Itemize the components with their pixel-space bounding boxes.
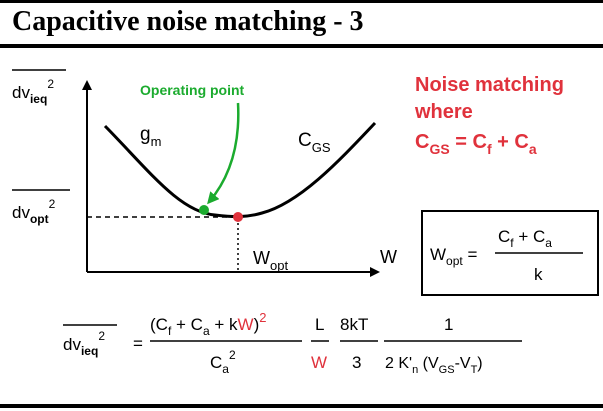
noise-matching-title: Noise matching bbox=[415, 74, 564, 96]
formula-frac2-numerator: L bbox=[315, 315, 324, 334]
operating-point-dot bbox=[199, 205, 209, 215]
formula-frac1-denominator: Ca2 bbox=[210, 348, 236, 376]
box-wopt-numerator: Cf + Ca bbox=[498, 227, 552, 250]
slide-title: Capacitive noise matching - 3 bbox=[12, 6, 364, 37]
top-rule bbox=[0, 0, 603, 3]
x-axis-label: W bbox=[380, 247, 397, 267]
noise-matching-equation: CGS = Cf + Ca bbox=[415, 131, 537, 157]
optimum-point-dot bbox=[233, 212, 243, 222]
formula-frac3-denominator: 3 bbox=[352, 353, 361, 372]
operating-point-label: Operating point bbox=[140, 82, 245, 98]
formula-frac4-denominator: 2 K'n (VGS-VT) bbox=[385, 355, 483, 376]
box-wopt-denominator: k bbox=[534, 265, 543, 284]
yopt-label: dvopt2 bbox=[12, 197, 56, 226]
formula-frac3-numerator: 8kT bbox=[340, 315, 368, 334]
box-wopt-lhs: Wopt = bbox=[430, 245, 477, 268]
wopt-label: Wopt bbox=[253, 248, 288, 273]
title-underline bbox=[0, 44, 603, 48]
formula-equals: = bbox=[133, 334, 143, 353]
formula-frac2-denominator: W bbox=[311, 353, 327, 372]
formula-frac4-numerator: 1 bbox=[444, 315, 453, 334]
formula-frac1-numerator: (Cf + Ca + kW)2 bbox=[150, 310, 266, 338]
operating-point-arrow bbox=[207, 102, 240, 205]
formula-lhs: dvieq2 bbox=[63, 329, 105, 358]
bottom-rule bbox=[0, 404, 603, 408]
gm-label: gm bbox=[140, 124, 161, 149]
wopt-equation-box bbox=[421, 210, 599, 296]
y-axis-label: dvieq2 bbox=[12, 77, 54, 106]
noise-matching-where: where bbox=[414, 101, 473, 123]
cgs-label: CGS bbox=[298, 130, 331, 155]
